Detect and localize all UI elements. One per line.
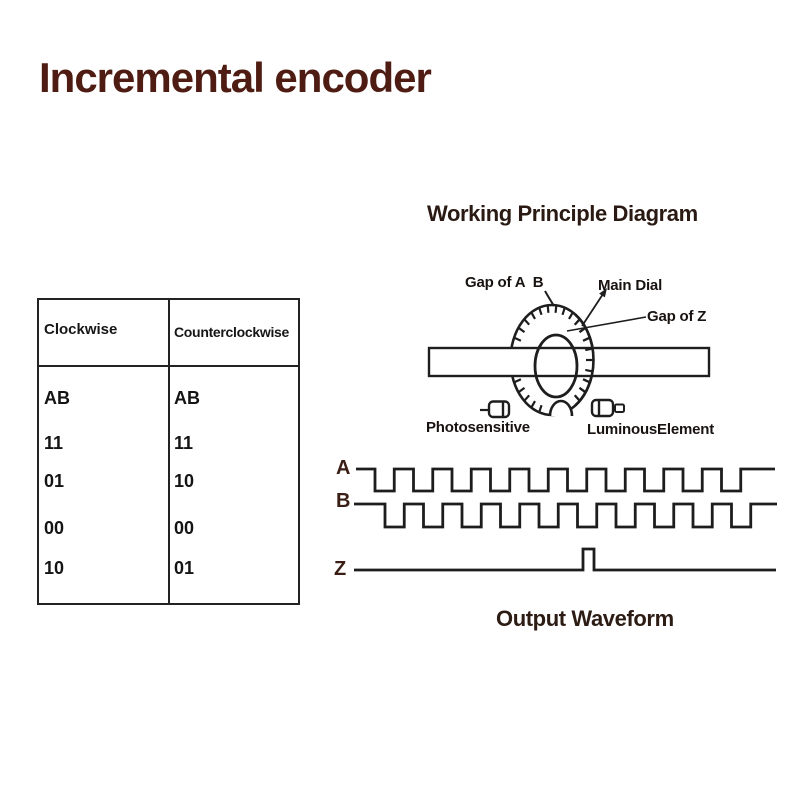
encoder-diagram [427,288,711,419]
disk-hub [533,333,579,399]
disk-right-edge-overlay [573,313,595,407]
table-column-divider [168,300,170,603]
shaft-bar [427,346,711,378]
column-header-counterclockwise: Counterclockwise [174,324,290,340]
table-header-divider [39,365,298,367]
gap-z-pointer [566,316,647,332]
label-channel-a: A [336,457,351,479]
disk-tick [546,305,550,313]
disk-tick [554,305,558,313]
quadrature-table: Clockwise Counterclockwise AB 11 01 00 1… [37,298,300,605]
z-gap-notch [548,399,574,417]
disk-tick [517,387,526,394]
disk-tick [568,311,574,320]
disk-tick [530,400,536,409]
disk-tick [523,318,531,326]
output-waveform-caption: Output Waveform [496,606,674,631]
disk-tick [582,336,591,342]
disk-tick [513,378,522,384]
cell-clockwise-3: 00 [44,518,65,538]
cell-counterclockwise-1: 11 [174,433,194,453]
column-header-clockwise: Clockwise [44,321,118,338]
disk-tick [538,404,543,413]
waveform-b-trace [354,502,777,529]
luminous-element-icon [590,398,625,418]
disk-tick [573,394,581,402]
waveform-a-trace [356,467,775,493]
disk-tick [573,318,581,326]
label-channel-b: B [336,490,351,512]
label-photosensitive: Photosensitive [426,419,530,436]
disk-tick [585,368,593,373]
cell-clockwise-1: 11 [44,433,64,453]
page-title: Incremental encoder [39,54,432,101]
cell-clockwise-2: 01 [44,471,65,491]
output-waveforms [354,467,777,572]
disk-tick [585,347,593,352]
gap-ab-pointer [544,290,555,307]
label-gap-of-z: Gap of Z [647,308,707,325]
label-channel-z: Z [334,558,347,580]
disk-tick [523,394,531,402]
cell-clockwise-4: 10 [44,558,65,578]
main-dial-pointer [581,290,606,327]
photosensitive-icon [480,400,511,419]
working-principle-heading: Working Principle Diagram [427,201,698,226]
label-main-dial: Main Dial [598,277,663,294]
pointer-lines [544,288,647,332]
cell-counterclockwise-3: 00 [174,518,195,538]
disk-tick [513,336,522,342]
disk-tick [561,307,566,316]
label-gap-of-ab: Gap of A B [465,274,544,291]
label-luminous-element: LuminousElement [587,421,715,438]
disk-tick [538,307,543,316]
main-dial-arrowhead [599,288,607,298]
disk-tick [517,326,526,333]
cell-counterclockwise-2: 10 [174,471,195,491]
disk-tick [530,311,536,320]
cell-clockwise-0: AB [44,388,70,408]
disk-tick [582,378,591,384]
waveform-z-trace [354,547,776,572]
cell-counterclockwise-0: AB [174,388,200,408]
disk-tick [578,387,587,394]
cell-counterclockwise-4: 01 [174,558,195,578]
